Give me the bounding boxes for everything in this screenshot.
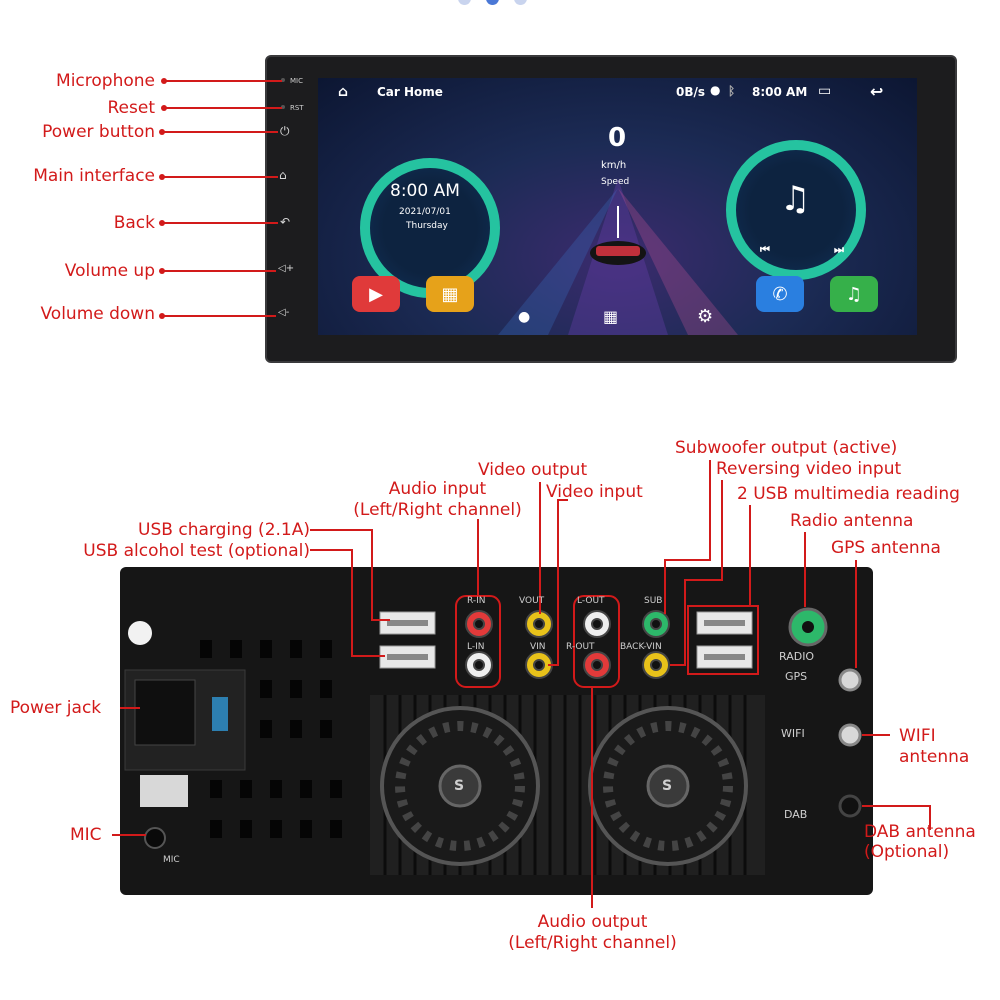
video-app-icon[interactable]: ▶ (352, 276, 400, 312)
label-volume-down: Volume down (40, 304, 155, 324)
power-icon[interactable]: ⏻ (280, 124, 290, 138)
navigation-icon[interactable]: ● (518, 309, 531, 325)
screen[interactable]: ⌂ Car Home 0B/s ● ᛒ 8:00 AM ▭ ↩ 8:00 AM … (318, 78, 917, 335)
music-note-icon: ♫ (780, 179, 811, 219)
status-time: 8:00 AM (752, 85, 808, 99)
port-label-backvin: BACK-VIN (620, 642, 662, 652)
recent-apps-icon[interactable]: ▭ (818, 83, 832, 99)
clock-date: 2021/07/01 (399, 207, 451, 217)
label-audio-output: Audio output (537, 912, 648, 932)
label-video-output: Video output (478, 460, 588, 480)
clock-widget[interactable] (360, 158, 500, 298)
bluetooth-icon: ᛒ (728, 84, 736, 98)
label-dab-antenna: DAB antenna (864, 822, 976, 842)
label-audio-input-channel: (Left/Right channel) (353, 500, 522, 520)
fan-badge-left: S (454, 778, 465, 794)
mic-hole (281, 78, 285, 82)
phone-app-icon[interactable]: ✆ (756, 276, 804, 312)
speed-label: Speed (601, 177, 630, 187)
label-audio-output-channel: (Left/Right channel) (508, 933, 677, 953)
label-wifi-antenna: antenna (899, 747, 970, 767)
label-video-input: Video input (546, 482, 643, 502)
previous-track-icon[interactable]: ⏮ (760, 243, 770, 256)
label-radio-antenna: Radio antenna (790, 511, 914, 531)
status-title: Car Home (377, 85, 443, 99)
fan-badge-right: S (662, 778, 673, 794)
mic-port-label: MIC (163, 855, 180, 865)
volume-down-icon[interactable]: ◁- (278, 307, 290, 318)
label-back: Back (113, 213, 155, 233)
back-icon[interactable]: ↶ (280, 215, 291, 229)
volume-up-icon[interactable]: ◁+ (278, 263, 295, 274)
side-rst-label: RST (290, 104, 304, 112)
port-label-sub: SUB (644, 596, 663, 606)
label-mic: MIC (70, 825, 102, 845)
carousel-dot[interactable] (514, 0, 527, 5)
label-power-jack: Power jack (10, 698, 102, 718)
port-label-vout: VOUT (519, 596, 545, 606)
settings-icon[interactable]: ⚙ (697, 306, 714, 327)
label-wifi: WIFI (899, 726, 936, 746)
status-home-icon[interactable]: ⌂ (338, 84, 349, 100)
port-label-rin: R-IN (467, 596, 486, 606)
label-reversing: Reversing video input (716, 459, 902, 479)
side-mic-label: MIC (290, 77, 303, 85)
port-label-vin: VIN (530, 642, 546, 652)
label-usb-charging: USB charging (2.1A) (138, 520, 310, 540)
clock-day: Thursday (406, 221, 448, 231)
label-microphone: Microphone (56, 71, 155, 91)
label-usb-multimedia: 2 USB multimedia reading (737, 484, 960, 504)
net-speed: 0B/s (676, 85, 706, 99)
music-widget[interactable] (726, 140, 866, 280)
apps-grid-icon[interactable]: ▦ (603, 307, 619, 326)
screen-art (498, 178, 738, 335)
label-audio-input: Audio input (388, 479, 487, 499)
carousel-dot[interactable] (458, 0, 471, 5)
speed-unit: km/h (601, 160, 627, 171)
port-label-lin: L-IN (467, 642, 485, 652)
home-icon[interactable]: ⌂ (279, 168, 287, 182)
label-main-interface: Main interface (33, 166, 155, 186)
label-usb-alcohol: USB alcohol test (optional) (83, 541, 310, 561)
label-subwoofer: Subwoofer output (active) (675, 438, 898, 458)
clock-time: 8:00 AM (390, 181, 460, 201)
next-track-icon[interactable]: ⏭ (834, 243, 844, 256)
label-dab-optional: (Optional) (864, 842, 950, 862)
antenna-label-wifi: WIFI (781, 727, 805, 740)
label-power-button: Power button (42, 122, 155, 142)
music-app-icon[interactable]: ♫ (830, 276, 878, 312)
antenna-label-dab: DAB (784, 808, 808, 821)
reset-hole[interactable] (281, 105, 285, 109)
speed-value: 0 (608, 123, 627, 153)
label-volume-up: Volume up (64, 261, 155, 281)
label-gps-antenna: GPS antenna (831, 538, 941, 558)
carousel-dots (458, 0, 528, 6)
port-label-rout: R-OUT (566, 642, 595, 652)
antenna-label-radio: RADIO (779, 650, 815, 663)
port-label-lout: L-OUT (577, 596, 605, 606)
label-reset: Reset (107, 98, 156, 118)
status-back-icon[interactable]: ↩ (870, 82, 884, 101)
location-icon: ● (710, 83, 721, 97)
antenna-label-gps: GPS (785, 670, 808, 683)
radio-app-icon[interactable]: ▦ (426, 276, 474, 312)
carousel-dot-active[interactable] (486, 0, 499, 5)
